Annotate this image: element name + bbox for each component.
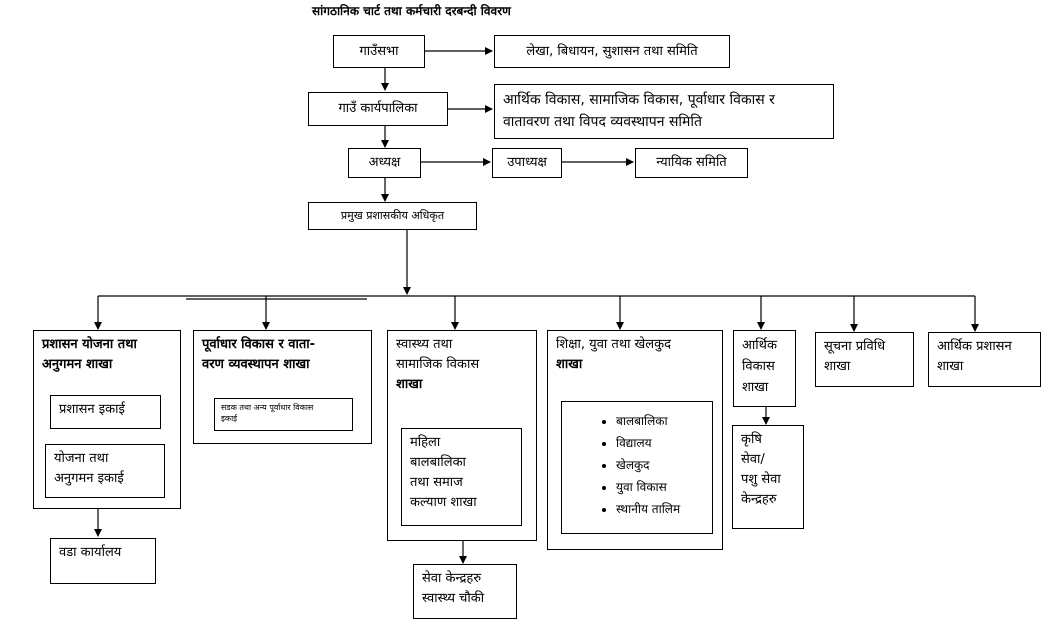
chair-label: अध्यक्ष (368, 155, 401, 170)
it-branch-title-line2: शाखा (824, 359, 851, 374)
admin-branch-title-line2: अनुगमन शाखा (42, 357, 113, 372)
planning-unit-line2: अनुगमन इकाई (54, 471, 124, 486)
finance-branch-title-line2: शाखा (937, 359, 964, 374)
admin-branch-title-line1: प्रशासन योजना तथा (42, 337, 137, 352)
agriculture-line4: केन्द्रहरु (741, 492, 777, 507)
gausabha-label: गाउँसभा (359, 43, 399, 59)
chair-box: अध्यक्ष (348, 148, 421, 178)
education-item: युवा विकास (616, 476, 712, 498)
education-item: विद्यालय (616, 432, 712, 454)
admin-unit-box: प्रशासन इकाई (50, 395, 161, 429)
finance-branch-box: आर्थिक प्रशासन शाखा (928, 332, 1041, 387)
education-list: बालबालिका विद्यालय खेलकुद युवा विकास स्थ… (562, 402, 712, 520)
agriculture-box: कृषि सेवा/ पशु सेवा केन्द्रहरु (732, 425, 804, 529)
women-children-line4: कल्याण शाखा (410, 495, 477, 510)
karyapalika-committees-line1: आर्थिक विकास, सामाजिक विकास, पूर्वाधार व… (503, 92, 775, 108)
karyapalika-committees-box: आर्थिक विकास, सामाजिक विकास, पूर्वाधार व… (494, 84, 834, 139)
finance-branch-title-line1: आर्थिक प्रशासन (937, 339, 1012, 354)
health-branch-title-line3: शाखा (396, 377, 423, 392)
women-children-line1: महिला (410, 435, 441, 450)
women-children-line3: तथा समाज (410, 475, 463, 490)
it-branch-title-line1: सूचना प्रविधि (824, 339, 886, 354)
agriculture-line1: कृषि (741, 432, 762, 447)
ward-office-label: वडा कार्यालय (59, 545, 122, 560)
education-branch-title-line2: शाखा (556, 357, 583, 372)
committees-label: लेखा, बिधायन, सुशासन तथा समिति (526, 43, 698, 59)
education-branch-title-line1: शिक्षा, युवा तथा खेलकुद (556, 337, 671, 352)
planning-unit-box: योजना तथा अनुगमन इकाई (45, 444, 165, 498)
vice-chair-label: उपाध्यक्ष (507, 155, 547, 170)
committees-box: लेखा, बिधायन, सुशासन तथा समिति (494, 35, 730, 68)
economic-branch-title-line3: शाखा (742, 380, 769, 395)
education-item: स्थानीय तालिम (616, 498, 712, 520)
infra-branch-title-line1: पूर्वाधार विकास र वाता- (202, 337, 316, 352)
planning-unit-line1: योजना तथा (54, 451, 109, 466)
health-centers-line1: सेवा केन्द्रहरु (422, 571, 482, 586)
it-branch-box: सूचना प्रविधि शाखा (815, 332, 914, 387)
karyapalika-committees-line2: वातावरण तथा विपद व्यवस्थापन समिति (503, 114, 703, 130)
women-children-line2: बालबालिका (410, 455, 466, 470)
page-title: सांगठानिक चार्ट तथा कर्मचारी दरबन्दी विव… (312, 4, 511, 18)
health-centers-line2: स्वास्थ्य चौकी (422, 591, 485, 606)
economic-branch-box: आर्थिक विकास शाखा (733, 330, 796, 407)
economic-branch-title-line2: विकास (742, 359, 775, 374)
karyapalika-box: गाउँ कार्यपालिका (308, 92, 448, 126)
health-branch-title-line1: स्वास्थ्य तथा (396, 337, 453, 352)
infra-unit-line2: इकाई (221, 414, 238, 423)
women-children-box: महिला बालबालिका तथा समाज कल्याण शाखा (401, 428, 522, 526)
education-list-box: बालबालिका विद्यालय खेलकुद युवा विकास स्थ… (561, 401, 713, 534)
vice-chair-box: उपाध्यक्ष (492, 148, 562, 178)
agriculture-line3: पशु सेवा (741, 472, 781, 487)
judicial-committee-box: न्यायिक समिति (635, 148, 748, 178)
health-centers-box: सेवा केन्द्रहरु स्वास्थ्य चौकी (413, 564, 517, 619)
cao-box: प्रमुख प्रशासकीय अधिकृत (308, 202, 477, 230)
economic-branch-title-line1: आर्थिक (742, 338, 777, 353)
judicial-committee-label: न्यायिक समिति (656, 155, 727, 170)
education-item: खेलकुद (616, 454, 712, 476)
infra-unit-box: सडक तथा अन्य पूर्वाधार विकास इकाई (214, 398, 353, 431)
education-item: बालबालिका (616, 410, 712, 432)
health-branch-title-line2: सामाजिक विकास (396, 357, 480, 372)
infra-branch-title-line2: वरण व्यवस्थापन शाखा (202, 357, 310, 372)
karyapalika-label: गाउँ कार्यपालिका (338, 101, 418, 116)
admin-unit-label: प्रशासन इकाई (59, 402, 125, 417)
infra-unit-line1: सडक तथा अन्य पूर्वाधार विकास (221, 403, 314, 412)
ward-office-box: वडा कार्यालय (50, 538, 156, 584)
agriculture-line2: सेवा/ (741, 452, 765, 467)
gausabha-box: गाउँसभा (333, 35, 425, 68)
cao-label: प्रमुख प्रशासकीय अधिकृत (340, 209, 445, 222)
